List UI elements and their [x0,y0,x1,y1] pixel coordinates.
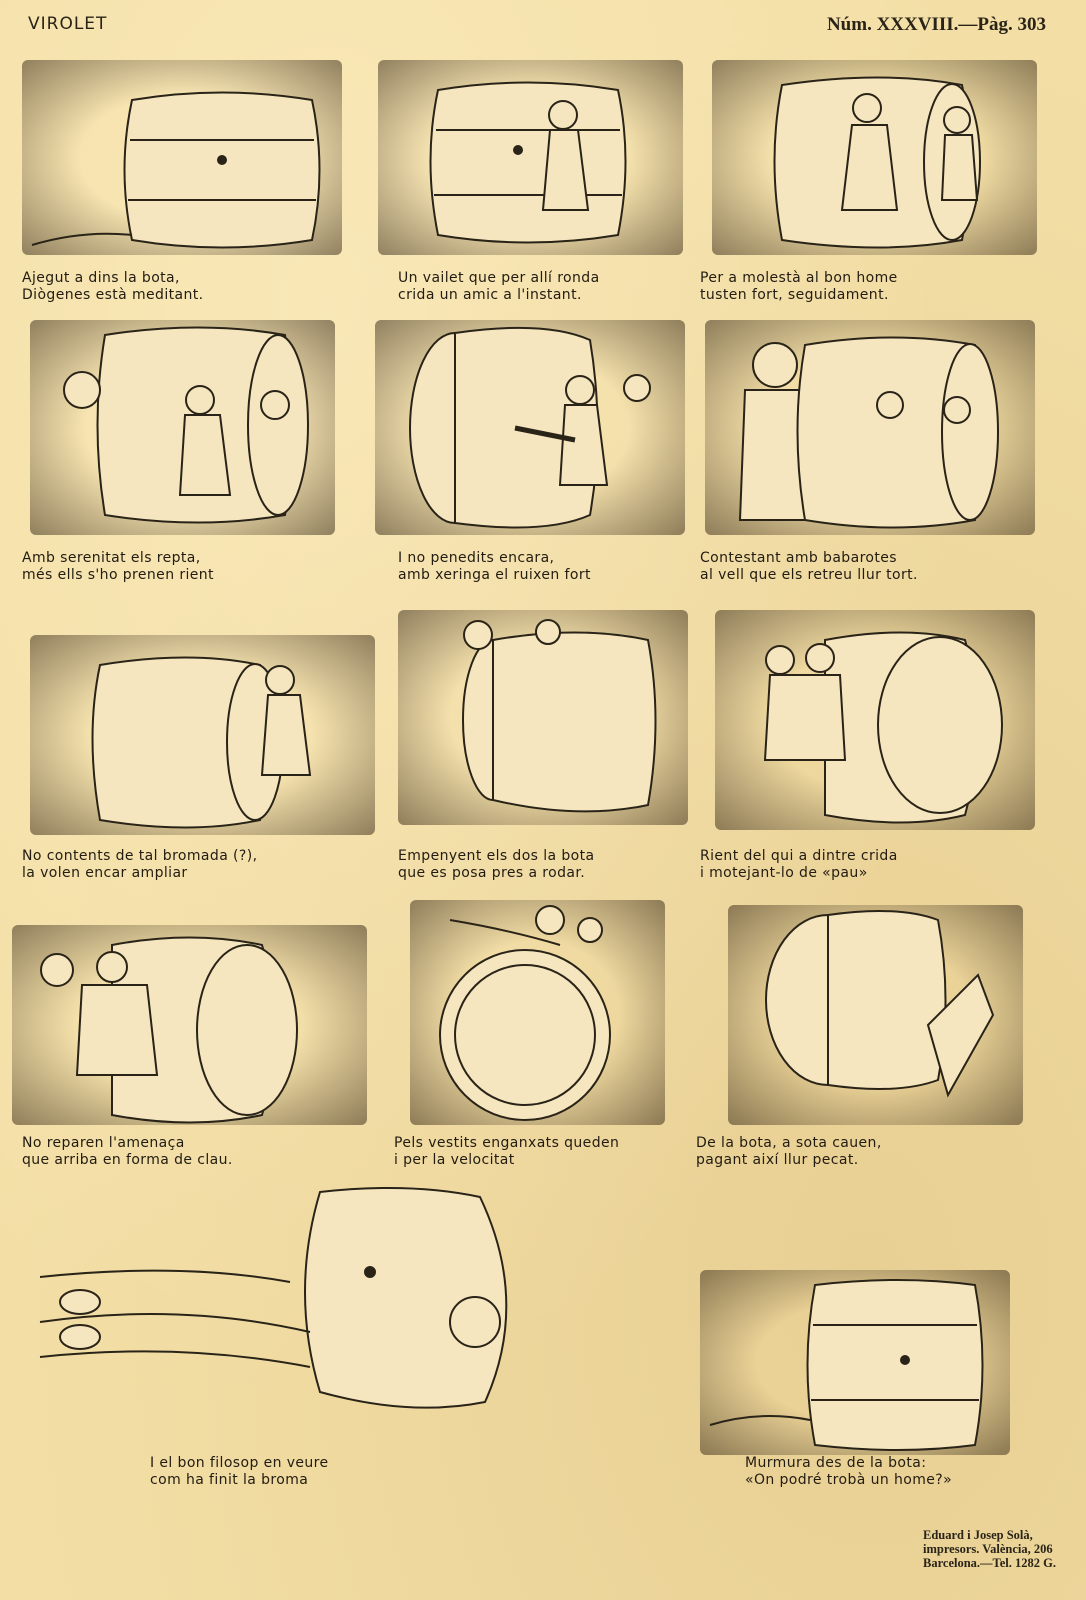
imprint-line: impresors. València, 206 [923,1542,1053,1556]
panel-12-illustration [728,905,1023,1125]
panel-8-caption: Empenyent els dos la bota que es posa pr… [398,848,594,882]
imprint-line: Barcelona.—Tel. 1282 G. [923,1556,1056,1570]
panel-1-illustration [22,60,342,255]
caption-line: amb xeringa el ruixen fort [398,567,591,583]
caption-line: Ajegut a dins la bota, [22,270,180,286]
panel-6-caption: Contestant amb babarotes al vell que els… [700,550,918,584]
panel-14-illustration [700,1270,1010,1455]
panel-4-illustration [30,320,335,535]
panel-2-illustration [378,60,683,255]
caption-line: I el bon filosop en veure [150,1455,329,1471]
panel-3-illustration [712,60,1037,255]
caption-line: i motejant-lo de «pau» [700,865,868,881]
caption-line: Rient del qui a dintre crida [700,848,898,864]
caption-line: Empenyent els dos la bota [398,848,595,864]
caption-line: I no penedits encara, [398,550,555,566]
caption-line: Pels vestits enganxats queden [394,1135,620,1151]
panel-9-caption: Rient del qui a dintre crida i motejant-… [700,848,898,882]
imprint-line: Eduard i Josep Solà, [923,1528,1033,1542]
panel-9-illustration [715,610,1035,830]
barrel-icon [462,619,657,813]
panel-3-caption: Per a molestà al bon home tusten fort, s… [700,270,898,304]
caption-line: que es posa pres a rodar. [398,865,586,881]
panel-5-illustration [375,320,685,535]
panel-14-caption: Murmura des de la bota: «On podré trobà … [745,1455,952,1489]
panel-13-illustration [30,1182,555,1447]
caption-line: i per la velocitat [394,1152,515,1168]
panel-7-caption: No contents de tal bromada (?), la volen… [22,848,257,882]
caption-line: De la bota, a sota cauen, [696,1135,882,1151]
panel-13-caption: I el bon filosop en veure com ha finit l… [150,1455,329,1489]
barrel-icon [773,76,981,249]
caption-line: més ells s'ho prenen rient [22,567,214,583]
barrel-icon [40,936,298,1124]
issue-page-number: Núm. XXXVIII.—Pàg. 303 [826,14,1046,35]
panel-5-caption: I no penedits encara, amb xeringa el rui… [398,550,591,584]
barrel-icon [738,336,999,529]
caption-line: Per a molestà al bon home [700,270,898,286]
caption-line: tusten fort, seguidament. [700,287,889,303]
panel-1-caption: Ajegut a dins la bota, Diògenes està med… [22,270,204,304]
caption-line: «On podré trobà un home?» [745,1472,953,1488]
caption-line: Murmura des de la bota: [745,1455,927,1471]
caption-line: pagant així llur pecat. [696,1152,859,1168]
magazine-title: VIROLET [28,14,108,34]
panel-4-caption: Amb serenitat els repta, més ells s'ho p… [22,550,214,584]
panel-8-illustration [398,610,688,825]
caption-line: la volen encar ampliar [22,865,188,881]
panel-11-illustration [410,900,665,1125]
panel-2-caption: Un vailet que per allí ronda crida un am… [398,270,600,304]
caption-line: No reparen l'amenaça [22,1135,185,1151]
caption-line: Un vailet que per allí ronda [398,270,600,286]
page-header: VIROLET Núm. XXXVIII.—Pàg. 303 [0,14,1086,44]
panel-7-illustration [30,635,375,835]
barrel-icon [409,326,651,529]
barrel-icon [429,81,627,244]
barrel-icon [31,91,321,249]
panel-10-caption: No reparen l'amenaça que arriba en forma… [22,1135,233,1169]
barrel-icon [91,656,312,829]
printer-imprint: Eduard i Josep Solà, impresors. València… [923,1528,1056,1570]
barrel-icon [63,326,309,524]
panel-12-caption: De la bota, a sota cauen, pagant així ll… [696,1135,882,1169]
caption-line: crida un amic a l'instant. [398,287,582,303]
panel-6-illustration [705,320,1035,535]
barrel-icon [439,905,611,1121]
barrel-icon [709,1279,984,1451]
panel-10-illustration [12,925,367,1125]
barrel-icon [39,1187,508,1409]
caption-line: Diògenes està meditant. [22,287,204,303]
caption-line: que arriba en forma de clau. [22,1152,233,1168]
panel-11-caption: Pels vestits enganxats queden i per la v… [394,1135,619,1169]
barrel-icon [765,910,995,1098]
caption-line: Amb serenitat els repta, [22,550,201,566]
barrel-icon [763,631,1003,824]
caption-line: No contents de tal bromada (?), [22,848,258,864]
caption-line: al vell que els retreu llur tort. [700,567,918,583]
caption-line: Contestant amb babarotes [700,550,897,566]
caption-line: com ha finit la broma [150,1472,309,1488]
